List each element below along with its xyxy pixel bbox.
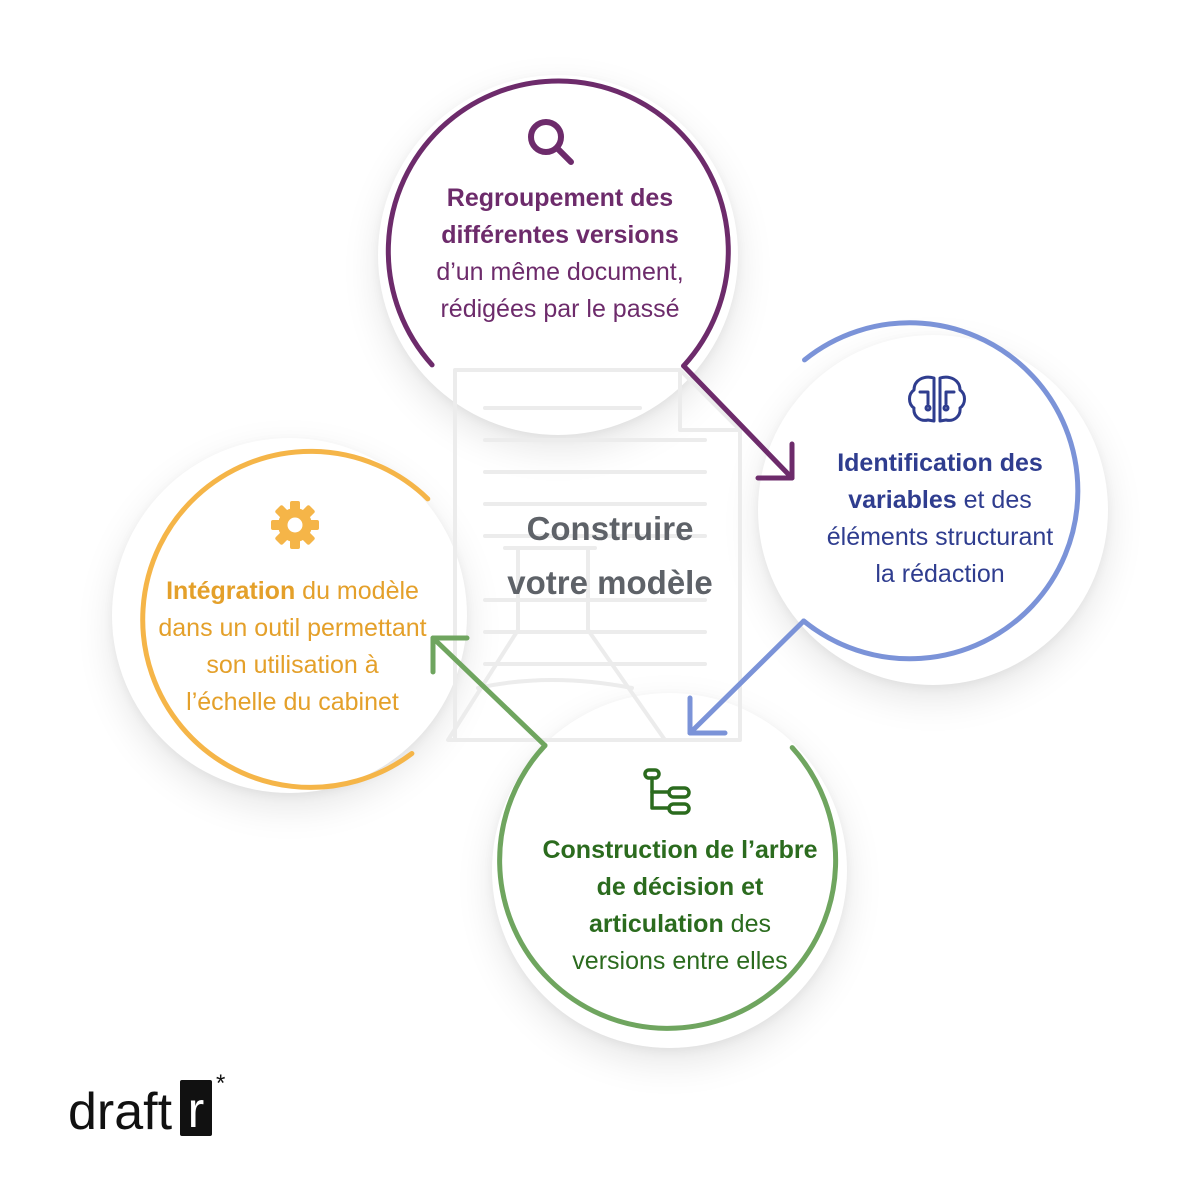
step-variables-line: variables et des (800, 482, 1080, 519)
step-variables-body: éléments structurant (826, 523, 1054, 551)
step-research-body: d’un même document, (436, 258, 684, 286)
step-tree-body: versions entre elles (572, 947, 788, 975)
step-research-heading: différentes versions (441, 221, 679, 249)
step-research-text: Regroupement des différentes versions d’… (395, 180, 725, 328)
step-research-heading: Regroupement des (446, 184, 674, 212)
step-variables-keyword: variables (848, 486, 957, 514)
step-integration-body: son utilisation à (206, 651, 379, 679)
step-tree-keyword: articulation (588, 910, 724, 938)
decision-tree-icon (643, 768, 691, 815)
gear-icon (271, 501, 319, 549)
ring-variables (801, 320, 1081, 662)
step-tree-heading: Construction de l’arbre (542, 836, 818, 864)
step-tree-body: des (723, 910, 771, 938)
brain-icon (908, 375, 966, 423)
step-integration-body: dans un outil permettant (158, 614, 427, 642)
step-integration-line: Intégration du modèle (120, 573, 465, 610)
circle-integration-bg (112, 438, 467, 793)
step-variables-body: la rédaction (875, 560, 1005, 588)
step-tree-heading: de décision et (596, 873, 764, 901)
step-tree-text: Construction de l’arbre de décision et a… (500, 832, 860, 980)
logo-boxed-letter: r (180, 1080, 212, 1138)
step-research-body: rédigées par le passé (440, 295, 680, 323)
step-variables-heading: Identification des (837, 449, 1043, 477)
step-integration-text: Intégration du modèle dans un outil perm… (120, 573, 465, 721)
ring-integration (140, 448, 431, 790)
step-integration-body: du modèle (295, 577, 419, 605)
step-integration-body: l’échelle du cabinet (186, 688, 399, 716)
center-title-line: votre modèle (507, 564, 713, 601)
ring-research (385, 78, 731, 369)
background-document-icon (453, 368, 742, 742)
step-integration-keyword: Intégration (166, 577, 296, 605)
arrow-research-to-variables (681, 363, 795, 481)
step-variables-body: et des (956, 486, 1032, 514)
arrow-variables-to-tree (687, 618, 807, 736)
step-variables-text: Identification des variables et des élém… (800, 445, 1080, 593)
logo-wordmark: draft (68, 1083, 173, 1141)
background-flask-icon (446, 546, 667, 742)
logo-asterisk: * (216, 1070, 226, 1097)
arrow-tree-to-integration (430, 635, 548, 748)
magnifier-icon (528, 119, 574, 165)
circle-tree-bg (492, 693, 847, 1048)
draftr-logo: draft r * (68, 1070, 268, 1141)
ring-tree (497, 743, 839, 1031)
center-title: Construire votre modèle (470, 502, 750, 610)
step-tree-line: articulation des (500, 906, 860, 943)
center-title-line: Construire (526, 510, 694, 547)
